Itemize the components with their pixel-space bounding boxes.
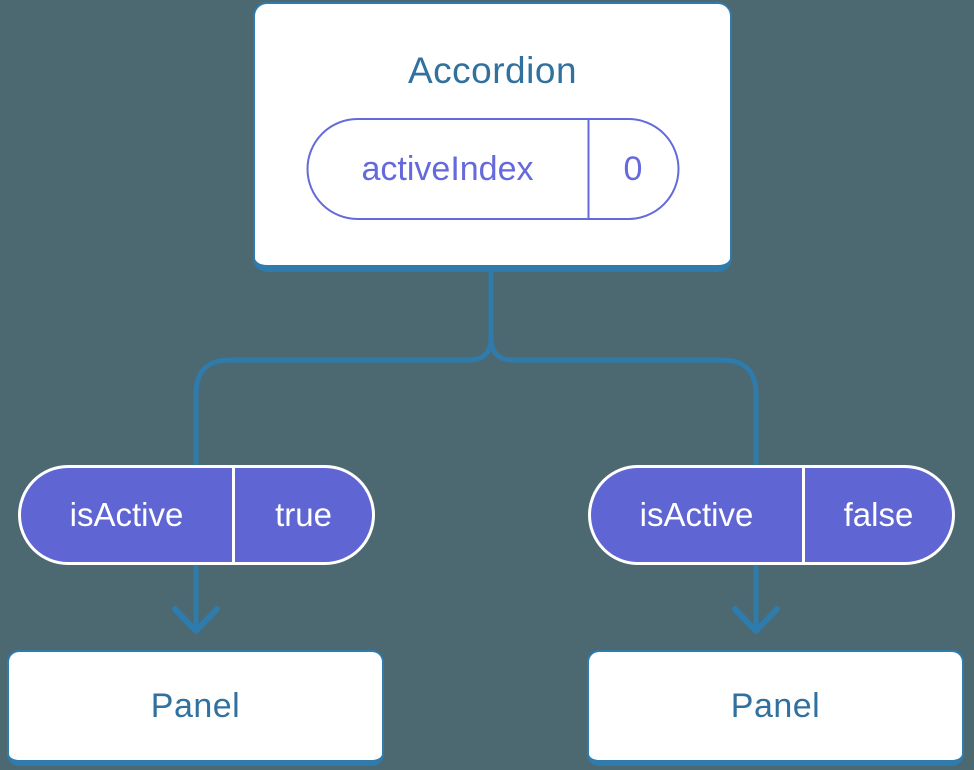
connector-right-branch [488,264,759,629]
accordion-title: Accordion [407,50,578,91]
state-pill-label: activeIndex [361,149,534,188]
prop-pill-left-value: true [275,496,332,533]
accordion-node: Accordion activeIndex 0 [253,2,732,272]
state-pill-divider [587,120,589,218]
prop-pill-left-divider [232,468,235,562]
panel-left-title: Panel [150,686,241,725]
connector-left-branch [193,264,494,629]
panel-node-right: Panel [587,650,964,766]
prop-pill-right-label: isActive [639,496,754,533]
arrowhead-right-icon [732,606,780,634]
arrowhead-left-icon [172,606,220,634]
prop-pill-right: isActive false [588,465,955,565]
panel-right-title: Panel [730,686,821,725]
prop-pill-left: isActive true [18,465,375,565]
panel-node-left: Panel [7,650,384,766]
state-pill: activeIndex 0 [306,118,679,220]
prop-pill-left-label: isActive [69,496,184,533]
prop-pill-right-divider [802,468,805,562]
prop-pill-right-value: false [843,496,914,533]
state-pill-value: 0 [623,149,643,188]
